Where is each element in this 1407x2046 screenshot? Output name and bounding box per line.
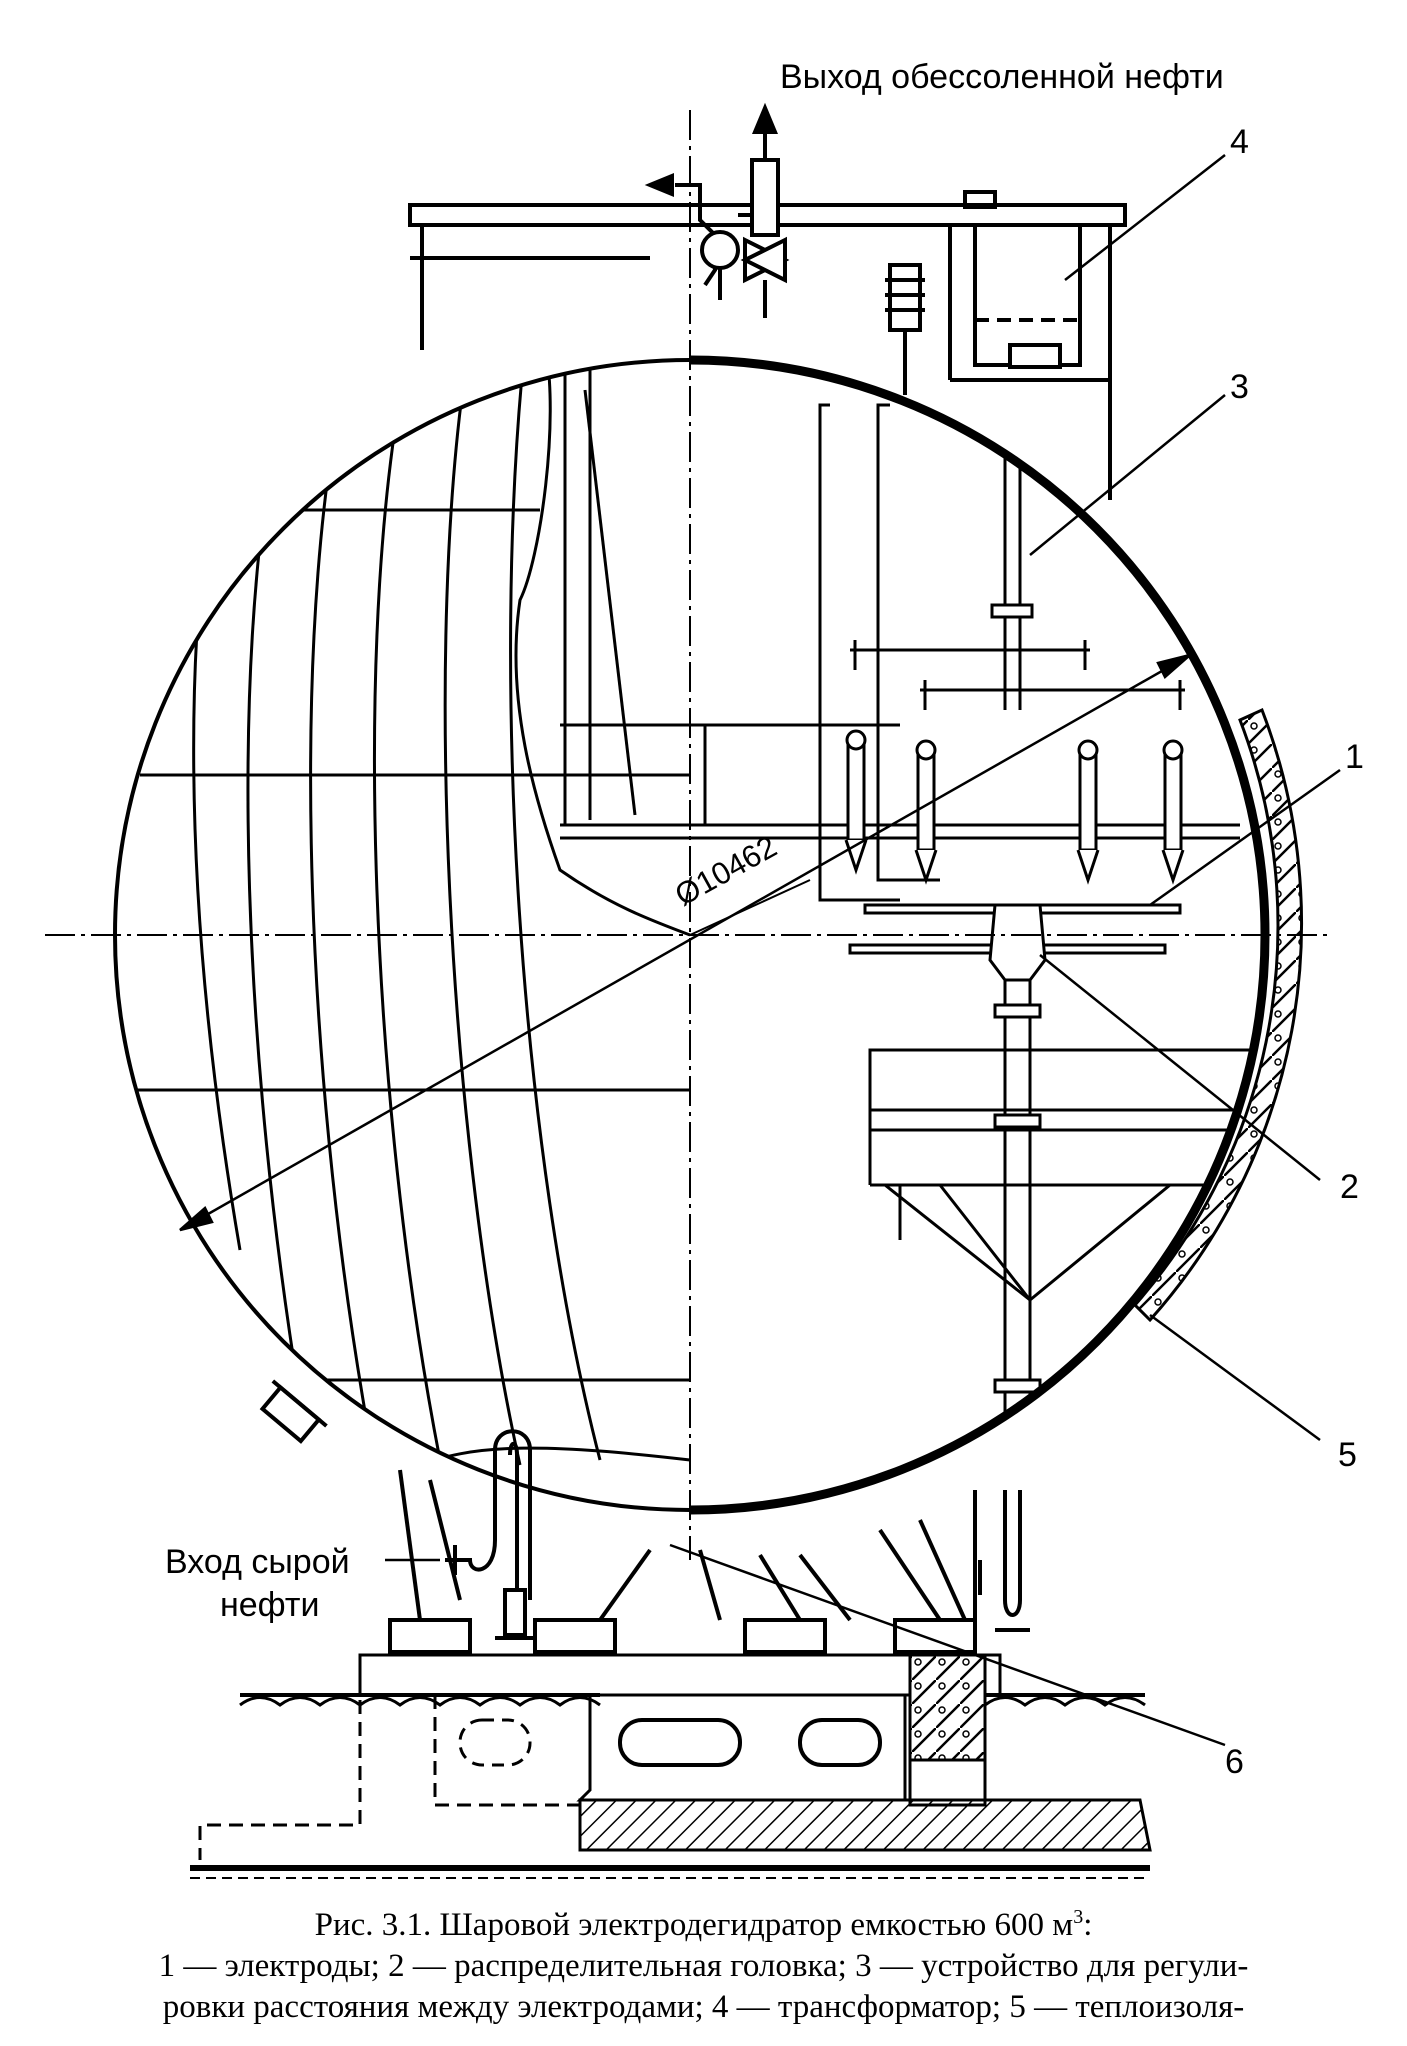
callout-3: 3: [1230, 368, 1249, 406]
sphere-section: [560, 360, 1265, 1490]
electrode-adjustment-rod: [990, 380, 1034, 710]
callout-1: 1: [1345, 738, 1364, 776]
callout-4: 4: [1230, 123, 1249, 161]
foundation: [190, 1653, 1152, 1879]
thermal-insulation: [1132, 707, 1304, 1323]
leader-lines: [385, 154, 1341, 1747]
outlet-piping: [644, 102, 790, 318]
inlet-pipe: [445, 1429, 535, 1640]
outlet-label: Выход обессоленной нефти: [780, 58, 1224, 96]
diameter-text-leader: [689, 879, 811, 936]
inlet-label-line2: нефти: [220, 1586, 320, 1624]
inlet-label-line1: Вход сырой: [165, 1543, 350, 1581]
callout-5: 5: [1338, 1436, 1357, 1474]
electrodehydrator-drawing: [45, 102, 1341, 1879]
figure-caption: Рис. 3.1. Шаровой электродегидратор емко…: [40, 1905, 1367, 2028]
diameter-dimension: [179, 653, 1191, 1232]
sphere-exterior-panels: [115, 360, 691, 1510]
manhole: [259, 1379, 328, 1444]
drain-pipe: [978, 1490, 1030, 1632]
caption-line-2: 1 — электроды; 2 — распределительная гол…: [158, 1948, 1249, 1984]
caption-line-3: ровки расстояния между электродами; 4 — …: [162, 1989, 1245, 2025]
caption-title: Рис. 3.1. Шаровой электродегидратор емко…: [314, 1906, 1093, 1943]
supports: [388, 1469, 977, 1654]
distribution-head: [988, 903, 1047, 1490]
insulator-bushing: [885, 263, 925, 395]
callout-6: 6: [1225, 1743, 1244, 1781]
transformer: [963, 190, 1082, 369]
callout-2: 2: [1340, 1168, 1359, 1206]
centre-lines: [45, 110, 1330, 1560]
